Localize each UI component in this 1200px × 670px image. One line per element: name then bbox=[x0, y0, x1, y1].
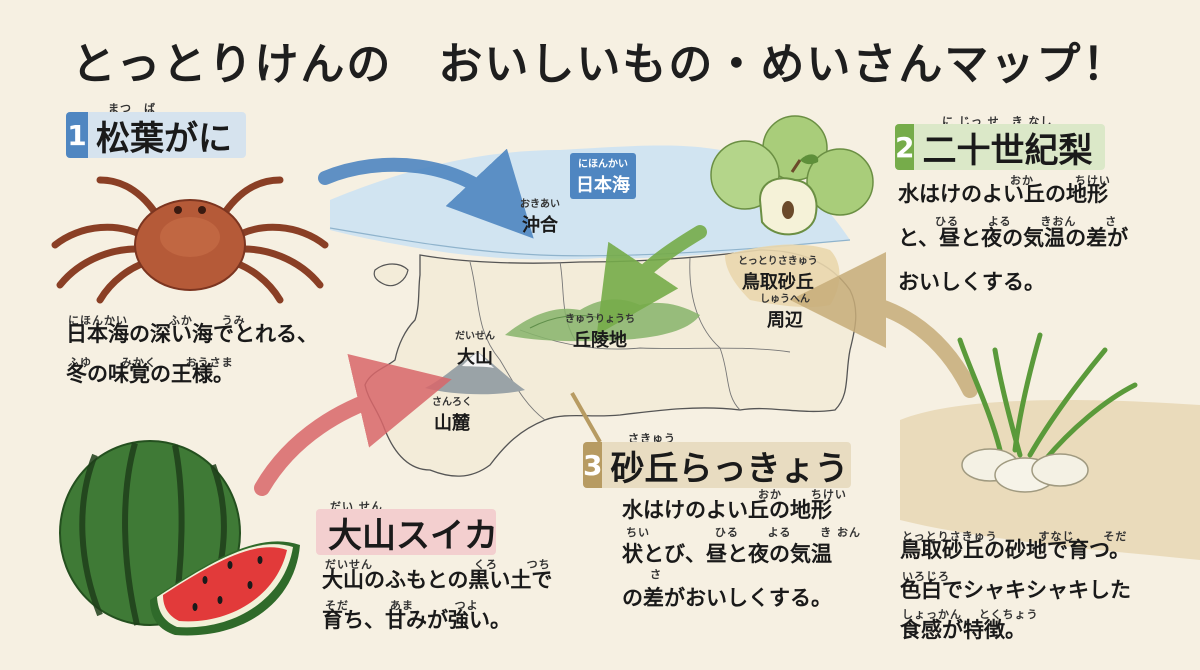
suika-line-1: 大山のふもとの黒い土で bbox=[322, 568, 553, 592]
rakkyo-name-ruby: さきゅう bbox=[628, 432, 676, 445]
sand-line-2: 色白でシャキシャキした bbox=[900, 578, 1131, 602]
place-daisen: だいせん 大山 bbox=[455, 327, 495, 369]
pear-tag: 2 二十世紀梨 bbox=[895, 124, 1105, 171]
rakkyo-text-ruby-3: さ bbox=[650, 568, 662, 581]
pear-number-badge: 2 bbox=[895, 124, 915, 170]
place-kyuryochi-name: 丘陵地 bbox=[573, 330, 627, 351]
place-nihonkai: にほんかい 日本海 bbox=[570, 153, 636, 199]
place-shuhen-name: 周辺 bbox=[767, 310, 803, 331]
place-tottori-sakyu: とっとりさきゅう 鳥取砂丘 bbox=[738, 252, 818, 294]
place-okiai-name: 沖合 bbox=[522, 215, 558, 236]
place-okiai: おきあい 沖合 bbox=[520, 195, 560, 237]
pear-name: 二十世紀梨 bbox=[922, 130, 1093, 171]
pear-text-ruby-2: ひる よる きおん さ bbox=[935, 215, 1118, 228]
rakkyo-name: 砂丘らっきょう bbox=[610, 448, 849, 489]
rakkyo-line-2: 状とび、昼と夜の気温 bbox=[622, 542, 832, 566]
pear-illustration bbox=[710, 115, 874, 236]
suika-illustration bbox=[59, 440, 300, 636]
rakkyo-number-badge: 3 bbox=[583, 442, 603, 488]
suika-text-ruby-2: そだ あま つよ bbox=[325, 599, 479, 612]
place-daisen-ruby: だいせん bbox=[455, 331, 495, 342]
place-kyuryochi-ruby: きゅうりょうち bbox=[565, 314, 635, 325]
rakkyo-text-ruby-2: ちい ひる よる き おん bbox=[626, 526, 861, 539]
rakkyo-text-ruby-1: おか ちけい bbox=[758, 488, 847, 501]
suika-description: 大山のふもとの黒い土で 育ち、甘みが強い。 bbox=[322, 558, 552, 642]
suika-tag: 大山スイカ bbox=[316, 509, 498, 556]
sand-line-3: 食感が特徴。 bbox=[900, 618, 1026, 642]
arrow-rakkyo bbox=[790, 252, 978, 398]
arrow-pear bbox=[596, 225, 707, 335]
place-nihonkai-ruby: にほんかい bbox=[578, 159, 628, 170]
crab-name-ruby: まつ ば bbox=[108, 102, 156, 115]
page-title: とっとりけんの おいしいもの・めいさんマップ！ bbox=[71, 39, 1129, 90]
arrow-suika bbox=[254, 354, 452, 496]
crab-tag: 1 松葉がに bbox=[66, 112, 246, 159]
sand-line-1: 鳥取砂丘の砂地で育つ。 bbox=[900, 538, 1131, 562]
place-tottori-sakyu-ruby: とっとりさきゅう bbox=[738, 256, 818, 267]
suika-line-2: 育ち、甘みが強い。 bbox=[322, 608, 511, 632]
crab-text-ruby-2: ふゆ みかく おうさま bbox=[68, 356, 234, 369]
rakkyo-line-1: 水はけのよい丘の地形 bbox=[622, 498, 832, 522]
sand-description: 鳥取砂丘の砂地で育つ。 色白でシャキシャキした 食感が特徴。 bbox=[900, 530, 1131, 650]
place-sanroku-ruby: さんろく bbox=[432, 397, 472, 408]
place-tottori-sakyu-name: 鳥取砂丘 bbox=[741, 272, 814, 293]
rakkyo-description: 水はけのよい丘の地形 状とび、昼と夜の気温 の差がおいしくする。 bbox=[622, 488, 832, 620]
rakkyo-illustration bbox=[957, 332, 1138, 493]
place-sanroku-name: 山麓 bbox=[434, 413, 470, 434]
pear-text-ruby-1: おか ちけい bbox=[1010, 174, 1111, 187]
place-sanroku: さんろく 山麓 bbox=[432, 393, 472, 435]
place-nihonkai-name: 日本海 bbox=[576, 175, 630, 196]
place-okiai-ruby: おきあい bbox=[520, 199, 560, 210]
rakkyo-tag: 3 砂丘らっきょう bbox=[583, 442, 851, 489]
arrow-crab bbox=[318, 148, 534, 239]
place-daisen-name: 大山 bbox=[457, 347, 493, 368]
place-kyuryochi: きゅうりょうち 丘陵地 bbox=[565, 310, 635, 352]
pear-line-3: おいしくする。 bbox=[898, 270, 1045, 294]
island-outline bbox=[373, 263, 409, 287]
pear-line-2: と、昼と夜の気温の差が bbox=[898, 226, 1129, 250]
place-shuhen-ruby: しゅうへん bbox=[760, 294, 810, 305]
crab-line-1: 日本海の深い海でとれる、 bbox=[66, 322, 318, 346]
crab-description: 日本海の深い海でとれる、 冬の味覚の王様。 bbox=[66, 312, 318, 396]
sand-text-ruby-2: いろじろ bbox=[902, 570, 950, 583]
rakkyo-line-3: の差がおいしくする。 bbox=[622, 586, 832, 610]
crab-name: 松葉がに bbox=[96, 118, 232, 159]
sand-text-ruby-3: しょっかん とくちょう bbox=[902, 608, 1039, 621]
crab-line-2: 冬の味覚の王様。 bbox=[66, 362, 234, 386]
crab-number-badge: 1 bbox=[66, 112, 88, 158]
sand-text-ruby-1: とっとりさきゅう すなじ そだ bbox=[902, 530, 1128, 543]
pear-line-1: 水はけのよい丘の地形 bbox=[898, 182, 1108, 206]
crab-text-ruby-1: にほんかい ふか うみ bbox=[68, 314, 246, 327]
pear-description: 水はけのよい丘の地形 と、昼と夜の気温の差が おいしくする。 bbox=[898, 172, 1128, 304]
suika-text-ruby-1: だいせん くろ つち bbox=[325, 558, 551, 571]
place-shuhen: しゅうへん 周辺 bbox=[760, 290, 810, 332]
suika-name: 大山スイカ bbox=[328, 515, 498, 556]
crab-illustration bbox=[51, 176, 329, 304]
